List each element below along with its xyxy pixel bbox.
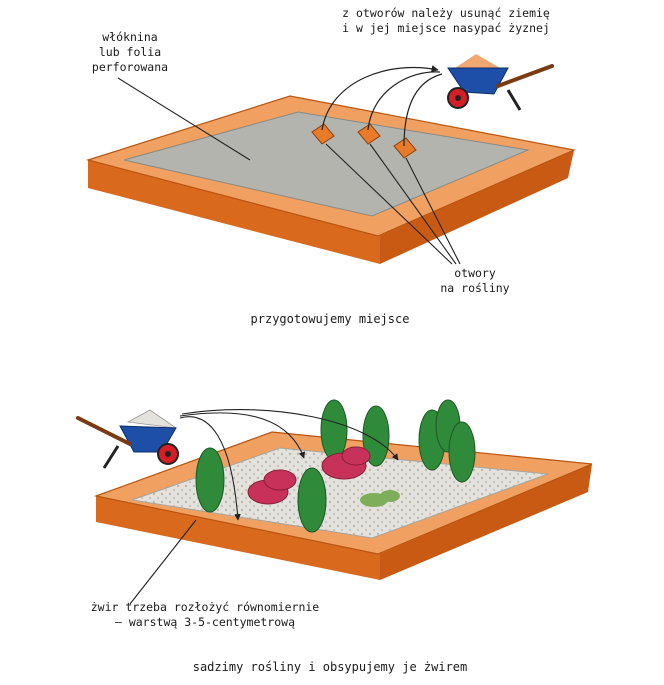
soil-label-line-2: i w jej miejsce nasypać żyznej <box>342 21 550 35</box>
gravel-pointer-line <box>129 519 197 605</box>
flowering-shrub <box>247 446 371 505</box>
hole-3 <box>393 137 417 159</box>
fabric-pointer-line <box>117 77 251 161</box>
hole-2 <box>357 123 381 145</box>
fabric-label-line-1: włóknina <box>102 30 158 44</box>
wheelbarrow-icon <box>76 409 179 469</box>
gravel-spread-arrows <box>179 409 399 521</box>
soil-label-line-1: z otworów należy usunąć ziemię <box>342 6 550 20</box>
gravel-label-line-1: żwir trzeba rozłożyć równomiernie <box>90 600 320 614</box>
caption-planting: sadzimy rośliny i obsypujemy je żwirem <box>192 660 468 674</box>
soil-bed-1 <box>85 95 577 264</box>
scene-prepare-site <box>85 54 577 265</box>
fabric-label-line-2: lub folia <box>98 45 162 59</box>
soil-label: z otworów należy usunąć ziemię i w jej m… <box>318 6 574 36</box>
fabric-sheet <box>123 111 530 217</box>
wheelbarrow-icon <box>447 54 554 111</box>
fabric-label: włóknina lub folia perforowana <box>70 30 190 75</box>
fabric-label-line-3: perforowana <box>91 60 169 74</box>
caption-prepare: przygotowujemy miejsce <box>250 312 410 326</box>
holes-label-line-1: otwory <box>454 266 496 280</box>
ground-cover <box>360 490 400 507</box>
holes-label-line-2: na rośliny <box>440 281 510 295</box>
soil-removal-arrows <box>321 65 443 147</box>
holes-label: otwory na rośliny <box>430 266 520 296</box>
planting-holes <box>311 123 417 159</box>
plants <box>195 399 476 533</box>
hole-1 <box>311 123 335 145</box>
gravel-label-line-2: – warstwą 3-5-centymetrową <box>114 615 295 629</box>
gravel-label: żwir trzeba rozłożyć równomiernie – wars… <box>60 600 350 630</box>
scene-planting <box>76 399 593 605</box>
conifer <box>195 399 476 533</box>
holes-pointer-lines <box>325 143 461 265</box>
